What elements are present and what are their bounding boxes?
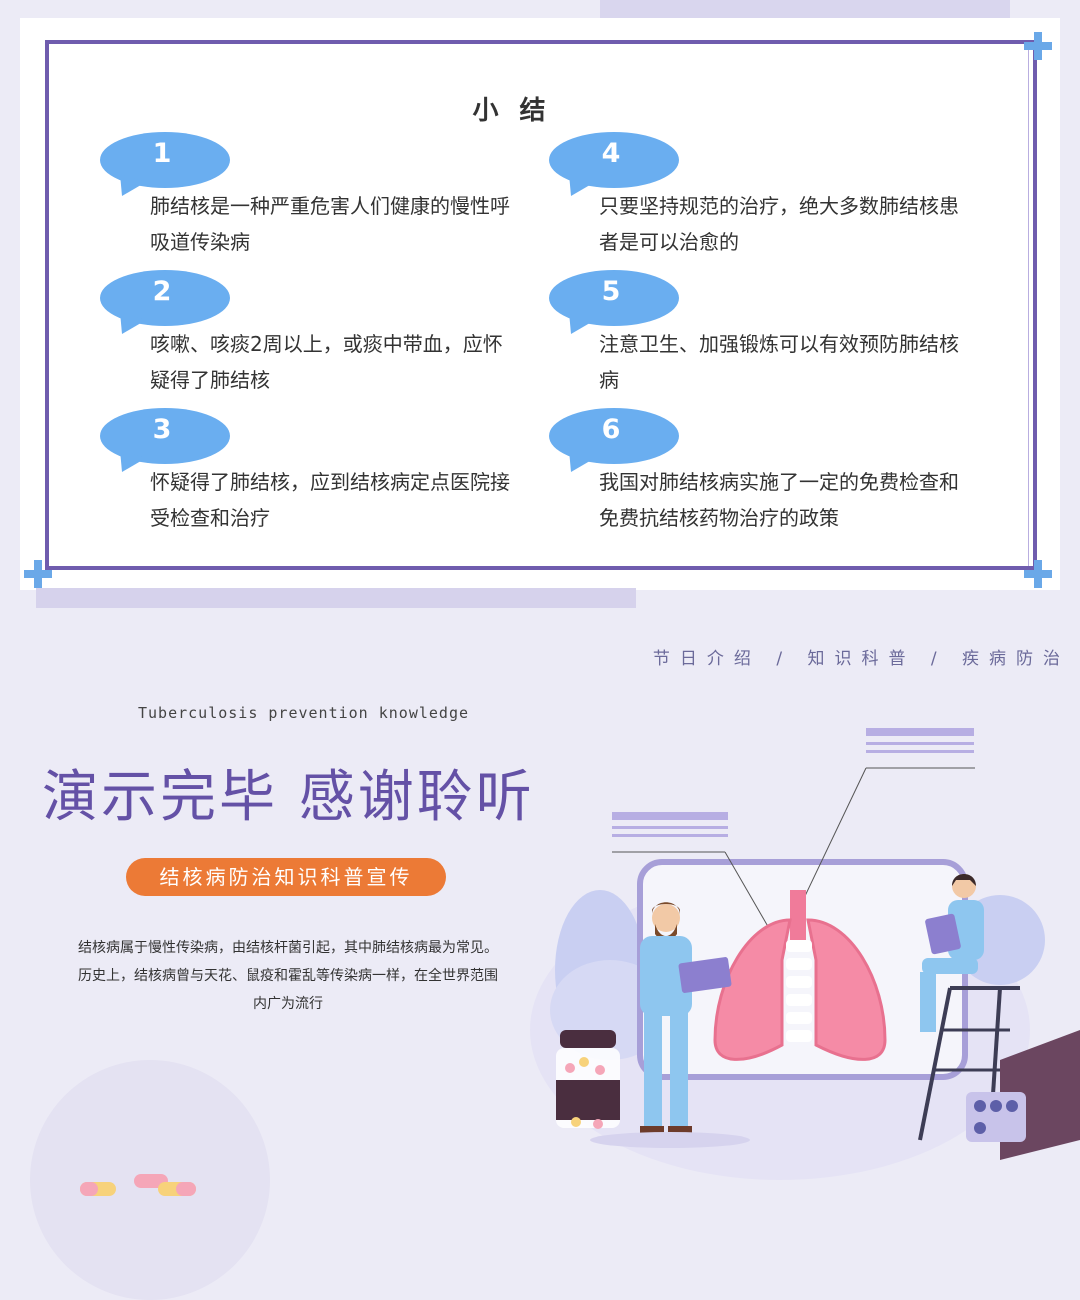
summary-item: 4 只要坚持规范的治疗，绝大多数肺结核患者是可以治愈的 xyxy=(547,130,967,260)
summary-card-shadow xyxy=(36,588,636,608)
speech-bubble-icon xyxy=(100,132,230,196)
item-text: 我国对肺结核病实施了一定的免费检查和免费抗结核药物治疗的政策 xyxy=(599,470,959,530)
speech-bubble-icon xyxy=(549,132,679,196)
summary-frame xyxy=(45,40,1037,570)
summary-item: 3 怀疑得了肺结核，应到结核病定点医院接受检查和治疗 xyxy=(98,406,518,536)
closing-title: 演示完毕 感谢聆听 xyxy=(42,765,535,830)
item-number: 6 xyxy=(601,414,621,445)
topic-pill: 结核病防治知识科普宣传 xyxy=(126,858,446,896)
top-background-bar xyxy=(600,0,1010,18)
english-subtitle: Tuberculosis prevention knowledge xyxy=(138,704,470,722)
item-text: 咳嗽、咳痰2周以上，或痰中带血，应怀疑得了肺结核 xyxy=(150,332,503,392)
item-number: 1 xyxy=(152,138,172,169)
summary-item: 2 咳嗽、咳痰2周以上，或痰中带血，应怀疑得了肺结核 xyxy=(98,268,518,398)
speech-bubble-icon xyxy=(100,408,230,472)
item-text: 注意卫生、加强锻炼可以有效预防肺结核病 xyxy=(599,332,959,392)
pills-decoration xyxy=(80,1174,196,1196)
item-number: 3 xyxy=(152,414,172,445)
closing-description: 结核病属于慢性传染病，由结核杆菌引起，其中肺结核病最为常见。历史上，结核病曾与天… xyxy=(78,940,498,1012)
item-number: 2 xyxy=(152,276,172,307)
speech-bubble-icon xyxy=(549,270,679,334)
speech-bubble-icon xyxy=(100,270,230,334)
item-text: 肺结核是一种严重危害人们健康的慢性呼吸道传染病 xyxy=(150,194,510,254)
item-text: 只要坚持规范的治疗，绝大多数肺结核患者是可以治愈的 xyxy=(599,194,959,254)
category-tags: 节日介绍 / 知识科普 / 疾病防治 xyxy=(652,649,1070,669)
summary-title: 小 结 xyxy=(472,96,552,126)
medical-illustration xyxy=(530,728,1080,1180)
plus-corner-icon xyxy=(1024,560,1052,588)
item-text: 怀疑得了肺结核，应到结核病定点医院接受检查和治疗 xyxy=(150,470,510,530)
summary-item: 6 我国对肺结核病实施了一定的免费检查和免费抗结核药物治疗的政策 xyxy=(547,406,967,536)
item-number: 4 xyxy=(601,138,621,169)
speech-bubble-icon xyxy=(549,408,679,472)
summary-item: 5 注意卫生、加强锻炼可以有效预防肺结核病 xyxy=(547,268,967,398)
plus-corner-icon xyxy=(1024,32,1052,60)
item-number: 5 xyxy=(601,276,621,307)
summary-item: 1 肺结核是一种严重危害人们健康的慢性呼吸道传染病 xyxy=(98,130,518,260)
plus-corner-icon xyxy=(24,560,52,588)
